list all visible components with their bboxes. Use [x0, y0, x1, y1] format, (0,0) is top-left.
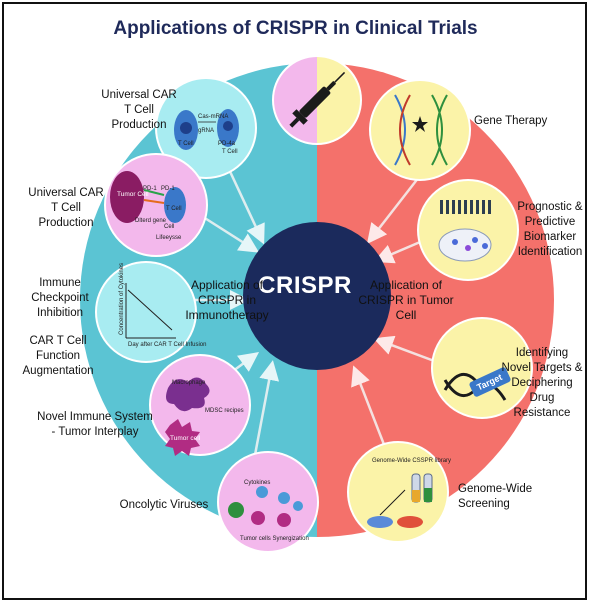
- inset-synergization: Tumor cells Synergization: [240, 536, 309, 542]
- inset-grna: gRNA: [198, 128, 214, 134]
- label-gene-therapy: Gene Therapy: [474, 115, 548, 127]
- syringe-icon: [289, 71, 346, 128]
- biomarker-circle: [417, 179, 519, 281]
- crispr-core: [243, 222, 391, 370]
- novel-targets-circle: Target: [431, 317, 533, 419]
- checkpoint-circle: Concentration of Cytokines Day after CAR…: [95, 261, 206, 363]
- inset-gene: Dlterd gene: [135, 218, 167, 224]
- inset-life: Lifeeysse: [156, 235, 182, 241]
- tumor-cell-half: [317, 63, 554, 537]
- inset-tcell-b: T Cell: [222, 149, 238, 155]
- label-car-t-2: Universal CAR T Cell Production: [28, 187, 104, 229]
- inset-tcell-a: T Cell: [178, 141, 194, 147]
- crispr-label: CRISPR: [258, 272, 352, 299]
- label-immune-interplay: Novel Immune System - Tumor Interplay: [37, 411, 153, 438]
- inset-cytokines: Cytokines: [244, 480, 270, 486]
- label-car-t-1: Universal CAR T Cell Production: [101, 89, 177, 131]
- inset-pd1-a: PD-1: [143, 186, 157, 192]
- label-car-t-augment: CAR T Cell Function Augmentation: [22, 335, 94, 377]
- tumor-cell-label: Application of CRISPR in Tumor Cell: [358, 278, 454, 322]
- syringe-circle: [272, 55, 362, 145]
- inset-mdsc: MDSC recipes: [205, 408, 244, 414]
- label-novel-targets: Identifying Novel Targets & Deciphering …: [501, 347, 583, 419]
- car-t-production-circle-2: PD-1 PD-1 Tumor Cell T Cell Cell Dlterd …: [104, 153, 208, 257]
- inset-t-cell: T Cell: [166, 206, 182, 212]
- star-icon: [412, 116, 428, 132]
- label-biomarker: Prognostic & Predictive Biomarker Identi…: [517, 201, 583, 258]
- immunotherapy-label: Application of CRISPR in Immunotherapy: [185, 278, 269, 322]
- inset-pd4a: PD-4a: [218, 141, 236, 147]
- inset-cas-mrna: Cas-mRNA: [198, 114, 228, 120]
- inset-x-axis: Day after CAR T Cell Infusion: [128, 342, 206, 348]
- figure-title: Applications of CRISPR in Clinical Trial…: [113, 18, 478, 39]
- inset-cell: Cell: [164, 224, 174, 230]
- genome-screening-circle: Genome-Wide CSSPR library: [347, 441, 451, 543]
- car-t-production-circle-1: Cas-mRNA gRNA T Cell PD-4a T Cell: [155, 77, 257, 179]
- inset-macrophage: Macrophage: [172, 380, 206, 386]
- inset-tumorcell: Tumor cell: [170, 435, 201, 442]
- label-checkpoint: Immune Checkpoint Inhibition: [31, 277, 89, 319]
- inset-pd1-b: PD-1: [161, 186, 175, 192]
- immune-interplay-circle: Macrophage MDSC recipes Tumor cell: [149, 354, 251, 456]
- inset-library: Genome-Wide CSSPR library: [372, 458, 451, 464]
- inset-tumor-cell: Tumor Cell: [117, 191, 149, 198]
- inset-y-axis: Concentration of Cytokines: [119, 263, 125, 335]
- oncolytic-circle: Cytokines Tumor cells Synergization: [217, 451, 319, 553]
- label-oncolytic: Oncolytic Viruses: [119, 499, 209, 511]
- label-genome-screening: Genome-Wide Screening: [458, 483, 533, 510]
- gene-therapy-circle: [369, 79, 471, 181]
